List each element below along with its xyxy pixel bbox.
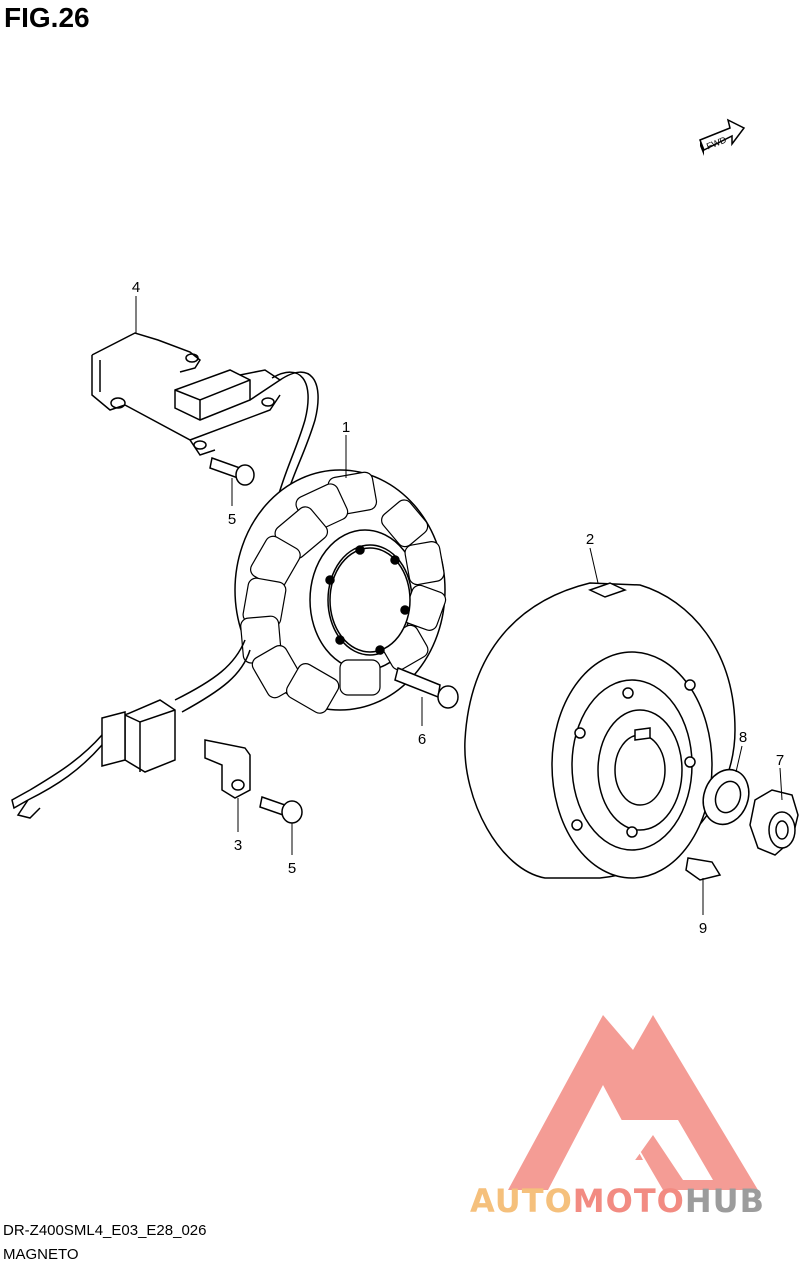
callout-5b: 5 (288, 860, 296, 877)
screw-lower (259, 796, 303, 824)
callout-8: 8 (739, 729, 747, 746)
stator (234, 469, 447, 714)
callout-5a: 5 (228, 511, 236, 528)
watermark-hub: HUB (684, 1182, 766, 1220)
watermark-logo-icon (508, 1015, 758, 1190)
leader-lines (135, 296, 783, 915)
woodruff-key (685, 857, 722, 881)
washer (702, 768, 750, 826)
callout-6: 6 (418, 731, 426, 748)
callout-9: 9 (699, 920, 707, 937)
diagram-name: MAGNETO (3, 1246, 79, 1263)
diagram-code: DR-Z400SML4_E03_E28_026 (3, 1222, 207, 1239)
callout-7: 7 (776, 752, 784, 769)
watermark-moto: MOTO (572, 1182, 685, 1220)
fwd-arrow-icon: FWD (699, 118, 746, 156)
screw-upper (209, 457, 255, 486)
harness-connector (101, 699, 176, 773)
callout-3: 3 (234, 837, 242, 854)
nut (749, 789, 799, 856)
callout-4: 4 (132, 279, 140, 296)
callout-1: 1 (342, 419, 350, 436)
watermark-text: AUTOMOTOHUB (470, 1182, 765, 1220)
lead-wires (11, 734, 103, 819)
bolt (394, 666, 459, 709)
callout-2: 2 (586, 531, 594, 548)
watermark-auto: AUTO (470, 1182, 573, 1220)
stator-wire-harness (174, 639, 251, 713)
clamp (204, 739, 251, 799)
rotor (464, 582, 736, 879)
figure-title: FIG.26 (4, 2, 90, 33)
